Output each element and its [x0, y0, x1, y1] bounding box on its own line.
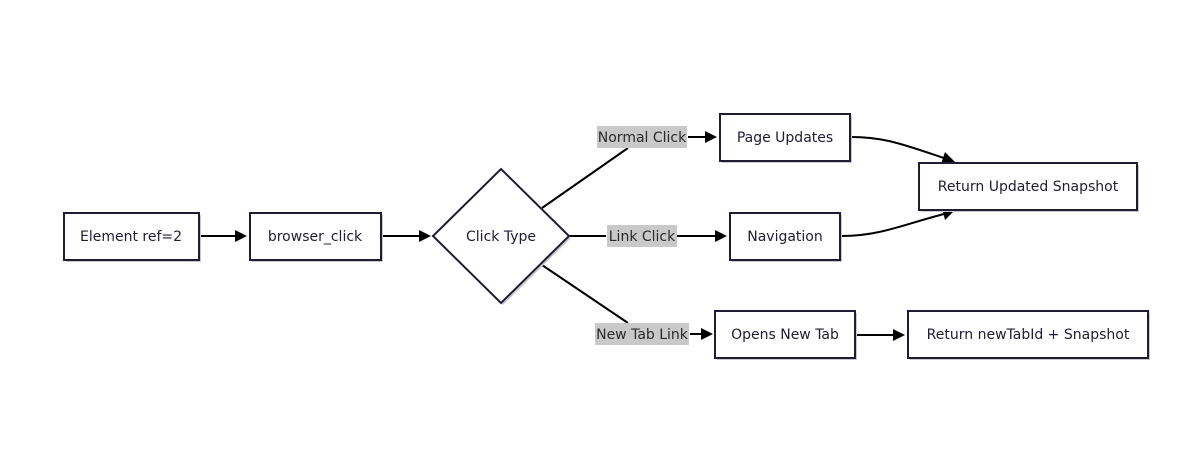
- edge-opens-new-tab-to-return-newtabid: [857, 329, 905, 341]
- node-opens-new-tab-label: Opens New Tab: [731, 327, 839, 343]
- edge-browser-click-to-click-type: [382, 230, 431, 242]
- edge-page-updates-to-return-snapshot: [850, 136, 955, 164]
- node-browser-click-label: browser_click: [268, 229, 363, 245]
- node-return-updated-snapshot: Return Updated Snapshot: [918, 162, 1139, 212]
- node-navigation: Navigation: [729, 212, 842, 262]
- edge-element-to-browser-click: [200, 230, 247, 242]
- arrow-head-icon: [701, 328, 713, 340]
- arrow-head-icon: [893, 329, 905, 341]
- node-navigation-label: Navigation: [747, 229, 823, 245]
- node-return-updated-snapshot-label: Return Updated Snapshot: [938, 179, 1119, 195]
- arrow-head-icon: [705, 131, 717, 143]
- edge-click-type-to-opens-new-tab: [541, 264, 713, 340]
- node-return-newtabid-snapshot: Return newTabId + Snapshot: [907, 310, 1150, 360]
- edge-click-type-to-page-updates: [541, 131, 717, 209]
- edge-label-link-click: Link Click: [607, 225, 677, 247]
- node-element-ref: Element ref=2: [63, 212, 201, 262]
- node-opens-new-tab: Opens New Tab: [714, 310, 857, 360]
- edge-click-type-to-navigation: [569, 230, 727, 242]
- edge-labels: Normal Click Link Click New Tab Link: [595, 126, 689, 345]
- edge-navigation-to-return-snapshot: [841, 208, 955, 237]
- node-click-type-decision: Click Type: [431, 167, 571, 305]
- node-return-newtabid-snapshot-label: Return newTabId + Snapshot: [927, 327, 1130, 343]
- arrow-head-icon: [715, 230, 727, 242]
- edges: [200, 131, 955, 341]
- node-element-ref-label: Element ref=2: [80, 229, 182, 245]
- edge-label-new-tab-link-text: New Tab Link: [596, 327, 689, 343]
- edge-label-normal-click: Normal Click: [597, 126, 687, 148]
- nodes: Element ref=2 browser_click Click Type P…: [63, 113, 1150, 360]
- arrow-head-icon: [235, 230, 247, 242]
- arrow-head-icon: [419, 230, 431, 242]
- node-click-type-label: Click Type: [466, 229, 536, 245]
- node-page-updates-label: Page Updates: [737, 130, 833, 146]
- edge-label-link-click-text: Link Click: [609, 229, 676, 245]
- edge-label-new-tab-link: New Tab Link: [595, 323, 689, 345]
- node-browser-click: browser_click: [249, 212, 383, 262]
- edge-label-normal-click-text: Normal Click: [598, 130, 687, 146]
- node-page-updates: Page Updates: [719, 113, 852, 163]
- arrow-head-icon: [941, 152, 955, 164]
